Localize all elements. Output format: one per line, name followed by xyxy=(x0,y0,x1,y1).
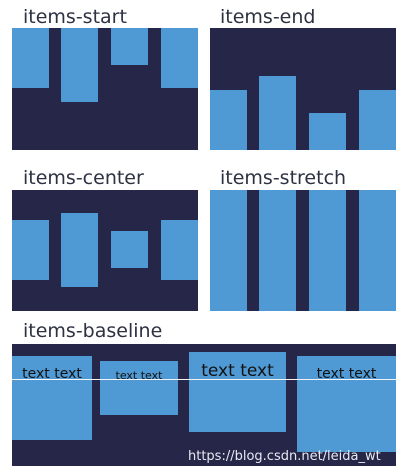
grid-item xyxy=(12,28,49,88)
items-end-panel xyxy=(210,28,396,150)
grid-item xyxy=(61,28,98,102)
grid-item xyxy=(111,28,148,65)
baseline-item: text text xyxy=(12,356,92,440)
grid-item xyxy=(359,190,396,311)
grid-item xyxy=(309,190,346,311)
grid-item xyxy=(161,28,198,88)
baseline-item: text text xyxy=(189,352,286,432)
grid-item xyxy=(111,231,148,268)
baseline-item-text: text text xyxy=(316,366,377,382)
grid-item xyxy=(210,190,247,311)
items-start-label: items-start xyxy=(23,6,127,28)
baseline-item: text text xyxy=(297,356,396,452)
items-center-panel xyxy=(12,190,198,311)
baseline-item: text text xyxy=(100,361,178,415)
baseline-line xyxy=(12,379,396,380)
baseline-item-text: text text xyxy=(22,366,82,382)
grid-item xyxy=(12,220,49,280)
items-end-label: items-end xyxy=(220,6,316,28)
grid-item xyxy=(309,113,346,150)
grid-item xyxy=(259,76,296,150)
baseline-item-text: text text xyxy=(115,369,163,382)
items-stretch-label: items-stretch xyxy=(220,167,347,189)
grid-item xyxy=(359,90,396,150)
baseline-item-text: text text xyxy=(201,361,274,381)
grid-item xyxy=(61,213,98,287)
items-stretch-panel xyxy=(210,190,396,311)
items-center-label: items-center xyxy=(23,167,144,189)
grid-item xyxy=(259,190,296,311)
items-baseline-panel: text text text text text text text text … xyxy=(12,344,396,466)
items-start-panel xyxy=(12,28,198,150)
grid-item xyxy=(210,90,247,150)
grid-item xyxy=(161,220,198,280)
items-baseline-label: items-baseline xyxy=(23,320,163,342)
watermark: https://blog.csdn.net/leida_wt xyxy=(188,449,381,464)
